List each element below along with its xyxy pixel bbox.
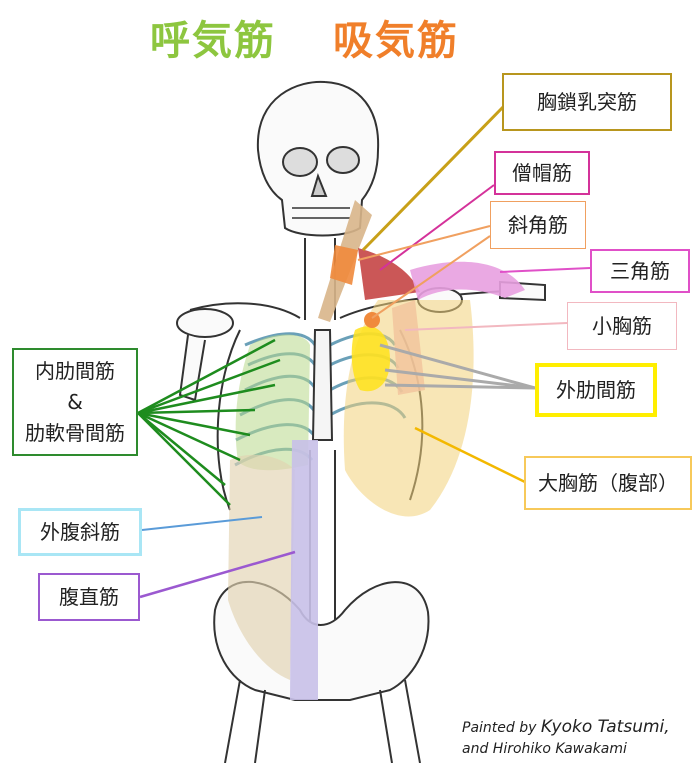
credit-line-1: Painted by Kyoko Tatsumi, bbox=[462, 717, 670, 737]
credit-prefix: Painted by bbox=[462, 720, 536, 736]
label-internal-intercostal: 内肋間筋 & 肋軟骨間筋 bbox=[12, 348, 138, 456]
label-external-intercostal: 外肋間筋 bbox=[535, 363, 657, 417]
pointer-scalene bbox=[358, 226, 490, 260]
label-internal-intercostal-line3: 肋軟骨間筋 bbox=[25, 421, 125, 446]
label-pectoralis-major-abdominal: 大胸筋（腹部） bbox=[524, 456, 692, 510]
scalene-muscle bbox=[330, 245, 358, 285]
label-external-oblique: 外腹斜筋 bbox=[18, 508, 142, 556]
label-rectus-abdominis: 腹直筋 bbox=[38, 573, 140, 621]
pointer-trapezius bbox=[380, 185, 494, 270]
pointer-deltoid bbox=[500, 268, 590, 272]
label-pectoralis-minor: 小胸筋 bbox=[567, 302, 677, 350]
label-internal-intercostal-line2: & bbox=[67, 390, 83, 415]
rectus-abdominis-muscle bbox=[290, 440, 318, 700]
label-trapezius: 僧帽筋 bbox=[494, 151, 590, 195]
label-deltoid: 三角筋 bbox=[590, 249, 690, 293]
label-internal-intercostal-line1: 内肋間筋 bbox=[35, 359, 115, 384]
label-scalene: 斜角筋 bbox=[490, 201, 586, 249]
credit-name-1: Kyoko Tatsumi, bbox=[541, 717, 670, 737]
credit-line-2: and Hirohiko Kawakami bbox=[462, 741, 627, 757]
external-intercostal-muscle bbox=[352, 326, 390, 391]
label-sternocleidomastoid: 胸鎖乳突筋 bbox=[502, 73, 672, 131]
